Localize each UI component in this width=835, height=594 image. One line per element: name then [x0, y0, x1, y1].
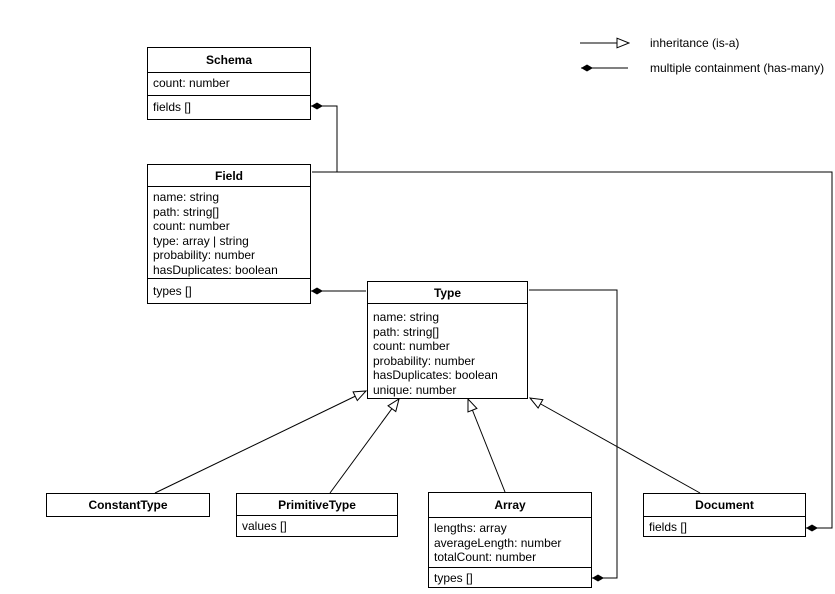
class-type: Type name: string path: string[] count: … [367, 281, 528, 399]
edge-array-types-to-type [529, 289, 618, 582]
class-primitivetype-title: PrimitiveType [278, 497, 356, 512]
class-constanttype: ConstantType [46, 493, 210, 517]
class-type-title: Type [433, 285, 462, 300]
attribute: count: number [153, 219, 230, 233]
attribute: name: string [153, 190, 220, 204]
attribute: type: array | string [153, 233, 249, 248]
class-schema-attributes: count: number [148, 72, 310, 95]
attribute: averageLength: number [434, 535, 562, 550]
attribute: name: string [373, 310, 440, 324]
edge-document-isa-type [530, 398, 701, 494]
edge-document-fields-to-field [312, 171, 833, 532]
class-type-attributes: name: string path: string[] count: numbe… [368, 303, 527, 398]
attribute: fields [] [649, 520, 688, 534]
class-array-collections: types [] [429, 567, 591, 587]
class-array: Array lengths: array averageLength: numb… [428, 492, 592, 588]
edge-schema-fields-to-field [311, 102, 338, 173]
attribute: unique: number [373, 382, 457, 397]
attribute: probability: number [153, 248, 256, 262]
class-field: Field name: string path: string[] count:… [147, 164, 311, 304]
class-schema-title: Schema [205, 53, 253, 67]
class-field-collections: types [] [148, 278, 310, 303]
attribute: count: number [373, 339, 450, 353]
attribute: path: string[] [373, 324, 440, 339]
edge-constanttype-isa-type [154, 391, 366, 494]
class-primitivetype-collections: values [] [237, 515, 397, 536]
class-field-attributes: name: string path: string[] count: numbe… [148, 186, 310, 278]
legend-inheritance-label: inheritance (is-a) [650, 36, 740, 50]
attribute: hasDuplicates: boolean [373, 368, 498, 382]
class-constanttype-title: ConstantType [88, 498, 168, 512]
class-array-attributes: lengths: array averageLength: number tot… [429, 517, 591, 567]
class-array-title: Array [494, 498, 526, 512]
edge-array-isa-type [468, 399, 506, 493]
attribute: types [] [434, 571, 473, 585]
edge-primitivetype-isa-type [329, 399, 399, 494]
attribute: values [] [242, 519, 287, 533]
class-document-collections: fields [] [644, 516, 805, 536]
class-schema-collections: fields [] [148, 95, 310, 119]
legend-containment-label: multiple containment (has-many) [650, 61, 825, 75]
class-primitivetype: PrimitiveType values [] [236, 493, 398, 537]
attribute: totalCount: number [434, 550, 537, 564]
attribute: fields [] [153, 100, 192, 114]
attribute: lengths: array [434, 521, 507, 535]
class-document: Document fields [] [643, 493, 806, 537]
attribute: path: string[] [153, 204, 220, 219]
class-document-title: Document [695, 498, 754, 512]
class-schema: Schema count: number fields [] [147, 47, 311, 120]
class-field-title: Field [214, 168, 243, 183]
attribute: count: number [153, 76, 230, 90]
attribute: hasDuplicates: boolean [153, 262, 278, 277]
attribute: probability: number [373, 353, 476, 368]
attribute: types [] [153, 284, 192, 298]
